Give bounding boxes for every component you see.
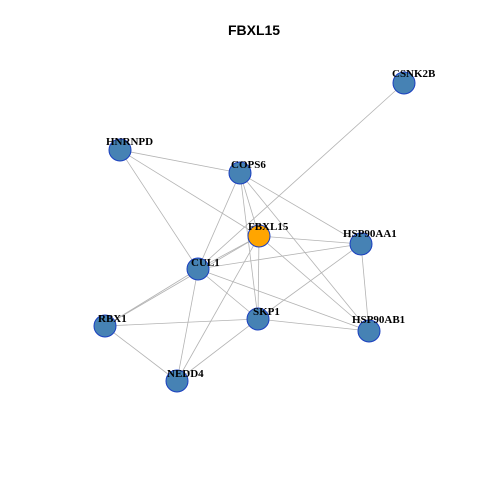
node-csnk2b[interactable]: CSNK2B [392, 68, 436, 95]
edge-hnrnpd-fbxl15 [119, 149, 260, 237]
node-hsp90aa1[interactable]: HSP90AA1 [343, 228, 397, 256]
node-label: COPS6 [231, 159, 266, 171]
node-skp1[interactable]: SKP1 [246, 306, 280, 331]
node-circle[interactable] [246, 307, 270, 331]
node-hnrnpd[interactable]: HNRNPD [106, 136, 153, 162]
node-circle[interactable] [165, 369, 189, 393]
node-label: SKP1 [253, 306, 280, 318]
edge-rbx1-skp1 [104, 318, 259, 327]
edge-skp1-nedd4 [176, 318, 259, 382]
node-label: HSP90AA1 [343, 228, 397, 240]
node-hsp90ab1[interactable]: HSP90AB1 [352, 314, 405, 343]
edge-csnk2b-cul1 [197, 82, 405, 270]
node-circle[interactable] [93, 314, 117, 338]
edge-cops6-skp1 [239, 172, 259, 320]
node-label: HSP90AB1 [352, 314, 405, 326]
edge-fbxl15-rbx1 [104, 235, 260, 327]
edge-fbxl15-hsp90ab1 [258, 235, 370, 332]
node-label: FBXL15 [248, 221, 289, 233]
node-cul1[interactable]: CUL1 [186, 257, 220, 281]
edge-cops6-cul1 [197, 172, 241, 270]
node-nedd4[interactable]: NEDD4 [165, 368, 204, 393]
node-label: CSNK2B [392, 68, 436, 80]
node-label: RBX1 [98, 313, 127, 325]
node-circle[interactable] [186, 257, 210, 281]
edge-cul1-skp1 [197, 268, 259, 320]
edge-cops6-hsp90aa1 [239, 172, 362, 245]
node-circle[interactable] [228, 161, 252, 185]
node-circle[interactable] [247, 224, 271, 248]
node-circle[interactable] [349, 232, 373, 256]
edge-hsp90aa1-skp1 [257, 243, 362, 320]
node-rbx1[interactable]: RBX1 [93, 313, 127, 338]
edge-fbxl15-hsp90aa1 [258, 235, 362, 245]
edge-skp1-hsp90ab1 [257, 318, 370, 332]
edge-hsp90aa1-hsp90ab1 [360, 243, 370, 332]
edge-hnrnpd-cul1 [119, 149, 199, 270]
node-circle[interactable] [357, 319, 381, 343]
edge-hnrnpd-cops6 [119, 149, 241, 174]
node-fbxl15[interactable]: FBXL15 [247, 221, 289, 248]
edge-hsp90aa1-cul1 [197, 243, 362, 270]
edge-layer [104, 82, 405, 382]
edge-cul1-rbx1 [104, 268, 199, 327]
graph-title: FBXL15 [228, 22, 280, 38]
node-label: NEDD4 [167, 368, 204, 380]
node-circle[interactable] [108, 138, 132, 162]
node-circle[interactable] [392, 71, 416, 95]
edge-cul1-hsp90ab1 [197, 268, 370, 332]
edge-rbx1-nedd4 [104, 325, 178, 382]
edge-fbxl15-skp1 [257, 235, 260, 320]
node-label: HNRNPD [106, 136, 153, 148]
edge-fbxl15-nedd4 [176, 235, 260, 382]
node-label: CUL1 [191, 257, 220, 269]
edge-cops6-hsp90ab1 [239, 172, 370, 332]
edge-cul1-nedd4 [176, 268, 199, 382]
node-cops6[interactable]: COPS6 [228, 159, 266, 185]
